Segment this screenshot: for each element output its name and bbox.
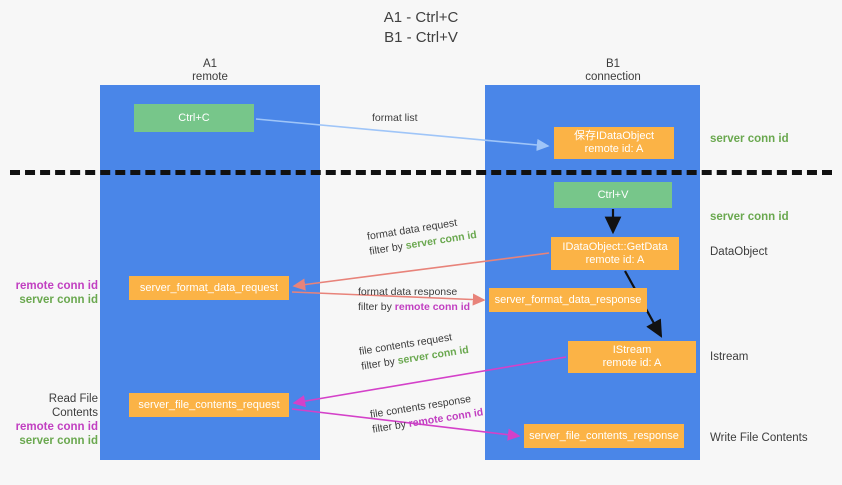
- lane-header-a1: A1 remote: [130, 58, 290, 84]
- label-server-conn-id-mid: server conn id: [710, 211, 789, 223]
- label-server-conn-id-top: server conn id: [710, 133, 789, 145]
- note-format-data-request: format data request filter by server con…: [366, 213, 478, 260]
- lane-header-b1: B1 connection: [528, 58, 698, 84]
- node-ctrl-v[interactable]: Ctrl+V: [554, 182, 672, 208]
- node-idataobject-getdata-remote-id: remote id: A: [585, 253, 645, 266]
- note-format-data-response-line2: filter by remote conn id: [358, 301, 471, 313]
- node-server-file-contents-response[interactable]: server_file_contents_response: [524, 424, 684, 448]
- node-save-idataobject[interactable]: 保存IDataObject remote id: A: [554, 127, 674, 159]
- node-server-format-data-response-label: server_format_data_response: [494, 293, 642, 306]
- node-ctrl-v-label: Ctrl+V: [597, 188, 629, 201]
- label-conn-ids-upper: remote conn id server conn id: [8, 279, 98, 307]
- node-istream-label: IStream: [612, 344, 652, 356]
- lane-b1-name: B1: [605, 58, 621, 70]
- node-server-format-data-response[interactable]: server_format_data_response: [489, 288, 647, 312]
- label-istream: Istream: [710, 351, 749, 363]
- node-server-file-contents-response-label: server_file_contents_response: [529, 429, 679, 442]
- note-file-contents-response: file contents response filter by remote …: [369, 390, 484, 437]
- node-save-idataobject-label: 保存IDataObject: [573, 130, 655, 142]
- node-server-file-contents-request[interactable]: server_file_contents_request: [129, 393, 289, 417]
- node-ctrl-c-label: Ctrl+C: [178, 111, 210, 124]
- label-server-conn-id-lower: server conn id: [19, 435, 98, 447]
- note-format-data-response: format data response filter by remote co…: [358, 285, 470, 315]
- node-ctrl-c[interactable]: Ctrl+C: [134, 104, 254, 132]
- node-server-format-data-request-label: server_format_data_request: [139, 281, 279, 294]
- label-dataobject: DataObject: [710, 246, 768, 258]
- note-file-contents-request: file contents request filter by server c…: [358, 328, 470, 375]
- node-idataobject-getdata[interactable]: IDataObject::GetData remote id: A: [551, 237, 679, 270]
- label-server-conn-id-upper: server conn id: [19, 294, 98, 306]
- label-read-file-contents-group: Read File Contents remote conn id server…: [6, 392, 98, 448]
- node-server-format-data-request[interactable]: server_format_data_request: [129, 276, 289, 300]
- label-remote-conn-id-upper: remote conn id: [15, 280, 98, 292]
- node-save-idataobject-remote-id: remote id: A: [584, 143, 644, 155]
- note-format-list: format list: [372, 112, 418, 124]
- label-write-file-contents: Write File Contents: [710, 432, 808, 444]
- label-read-file-contents: Read File Contents: [48, 393, 98, 419]
- label-remote-conn-id-lower: remote conn id: [15, 421, 98, 433]
- lane-a1-name: A1: [202, 58, 218, 70]
- lane-b1-sub: connection: [585, 71, 641, 83]
- node-idataobject-getdata-label: IDataObject::GetData: [562, 240, 668, 253]
- node-istream-remote-id: remote id: A: [602, 357, 662, 369]
- node-server-file-contents-request-label: server_file_contents_request: [138, 398, 280, 411]
- lane-a1-sub: remote: [192, 71, 228, 83]
- page-title: A1 - Ctrl+C B1 - Ctrl+V: [383, 9, 459, 46]
- phase-divider: [10, 170, 832, 175]
- note-format-data-response-line1: format data response: [358, 286, 458, 298]
- node-istream[interactable]: IStream remote id: A: [568, 341, 696, 373]
